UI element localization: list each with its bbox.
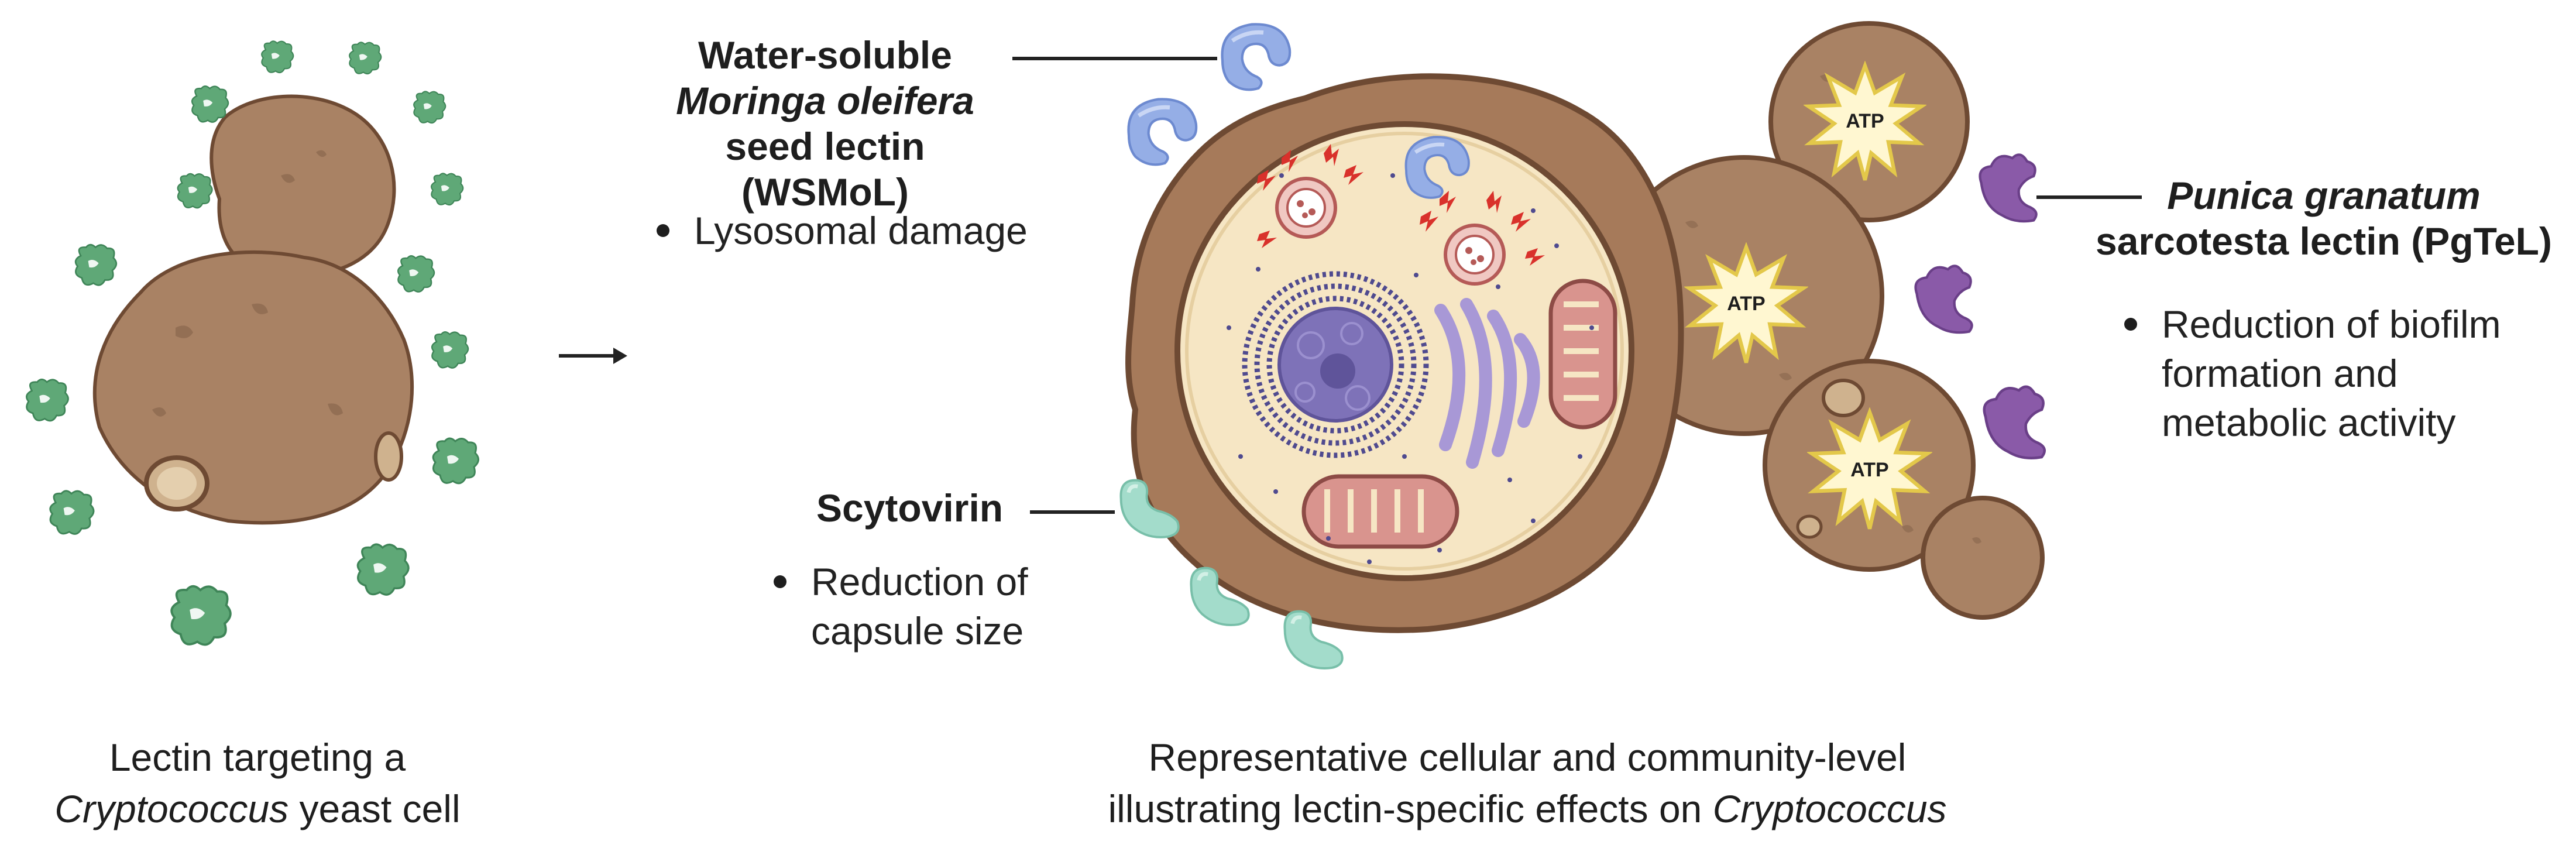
cytoplasm-particles bbox=[1227, 173, 1594, 564]
nucleolus bbox=[1320, 353, 1355, 389]
right-caption-start: illustrating lectin-specific effects on bbox=[1108, 787, 1713, 830]
right-caption-line2: illustrating lectin-specific effects on … bbox=[1030, 783, 2025, 835]
scytovirin-title: Scytovirin bbox=[816, 486, 1004, 530]
mitochondrion-right bbox=[1548, 279, 1617, 430]
left-yeast-cell-group bbox=[25, 40, 480, 646]
mitochondrion-bottom bbox=[1301, 474, 1459, 549]
right-caption-italic: Cryptococcus bbox=[1712, 787, 1947, 830]
pgtel-title-line2: sarcotesta lectin (PgTeL) bbox=[2096, 219, 2552, 263]
clustered-cell-small bbox=[1921, 496, 2045, 620]
pgtel-effect-line2: formation and bbox=[2162, 352, 2398, 395]
purple-lectin-icon bbox=[1980, 155, 2036, 221]
green-lectin-icon bbox=[397, 255, 435, 293]
blue-lectin-icon bbox=[1222, 24, 1290, 90]
lysosome-damaged-2 bbox=[1444, 224, 1506, 286]
atp-label: ATP bbox=[1850, 459, 1888, 481]
green-lectin-icon bbox=[356, 543, 410, 596]
purple-lectin-icon bbox=[1916, 266, 1972, 332]
right-caption-line1: Representative cellular and community-le… bbox=[1148, 736, 1907, 779]
pgtel-title: Punica granatum sarcotesta lectin (PgTeL… bbox=[2081, 173, 2567, 265]
wsmol-effect-text: Lysosomal damage bbox=[694, 209, 1028, 252]
golgi-apparatus bbox=[1434, 298, 1540, 469]
right-panel-caption: Representative cellular and community-le… bbox=[1030, 732, 2025, 835]
green-lectin-icon bbox=[74, 243, 118, 286]
damage-bolt-icons bbox=[1257, 144, 1545, 266]
main-cell bbox=[1125, 73, 1684, 633]
green-lectin-icon bbox=[261, 40, 294, 74]
green-lectin-icon bbox=[49, 490, 95, 535]
panel-arrow bbox=[559, 348, 627, 364]
bullet-dot bbox=[657, 224, 669, 237]
lysosome-damaged-1 bbox=[1275, 177, 1337, 239]
green-lectin-icon bbox=[413, 91, 446, 124]
green-lectin-icon bbox=[191, 85, 229, 123]
wsmol-title-line1: Water-soluble bbox=[698, 33, 952, 77]
pgtel-effect-line3: metabolic activity bbox=[2162, 401, 2456, 444]
scytovirin-effect-item: Reduction of capsule size bbox=[774, 557, 1028, 655]
wsmol-title-line3: seed lectin (WSMoL) bbox=[725, 124, 925, 214]
green-lectin-icon bbox=[349, 42, 382, 75]
scytovirin-effect-line1: Reduction of bbox=[811, 560, 1028, 603]
scytovirin-effect-line2: capsule size bbox=[811, 609, 1024, 653]
left-caption-line2: Cryptococcus yeast cell bbox=[23, 783, 492, 835]
atp-label: ATP bbox=[1846, 110, 1884, 132]
blue-lectin-icon bbox=[1128, 99, 1196, 164]
left-caption-italic: Cryptococcus bbox=[54, 787, 289, 830]
bud-scar-small bbox=[374, 431, 403, 482]
green-lectin-icon bbox=[432, 437, 480, 485]
pgtel-effect-item: Reduction of biofilm formation and metab… bbox=[2124, 300, 2501, 447]
bullet-dot bbox=[2124, 318, 2137, 331]
green-lectin-icon bbox=[431, 331, 469, 369]
green-lectin-icon bbox=[431, 173, 464, 206]
left-caption-line1: Lectin targeting a bbox=[109, 736, 406, 779]
small-bud-cell bbox=[209, 94, 396, 279]
bullet-dot bbox=[774, 575, 786, 588]
pgtel-effect-line1: Reduction of biofilm bbox=[2162, 303, 2501, 346]
large-mother-cell bbox=[92, 250, 414, 525]
atp-label: ATP bbox=[1727, 293, 1765, 315]
left-panel-caption: Lectin targeting a Cryptococcus yeast ce… bbox=[23, 732, 492, 835]
green-lectin-icon bbox=[177, 173, 213, 209]
cytoplasm bbox=[1174, 121, 1634, 581]
endoplasmic-reticulum bbox=[1242, 271, 1429, 458]
pgtel-title-line1: Punica granatum bbox=[2167, 174, 2481, 217]
wsmol-title: Water-soluble Moringa oleifera seed lect… bbox=[644, 33, 1007, 215]
wsmol-effect-item: Lysosomal damage bbox=[657, 206, 1028, 255]
green-lectin-icon bbox=[170, 585, 232, 646]
green-lectin-icon bbox=[25, 378, 69, 422]
wsmol-title-line2: Moringa oleifera bbox=[676, 78, 974, 122]
purple-lectin-icon bbox=[1984, 387, 2045, 458]
left-caption-rest: yeast cell bbox=[288, 787, 461, 830]
